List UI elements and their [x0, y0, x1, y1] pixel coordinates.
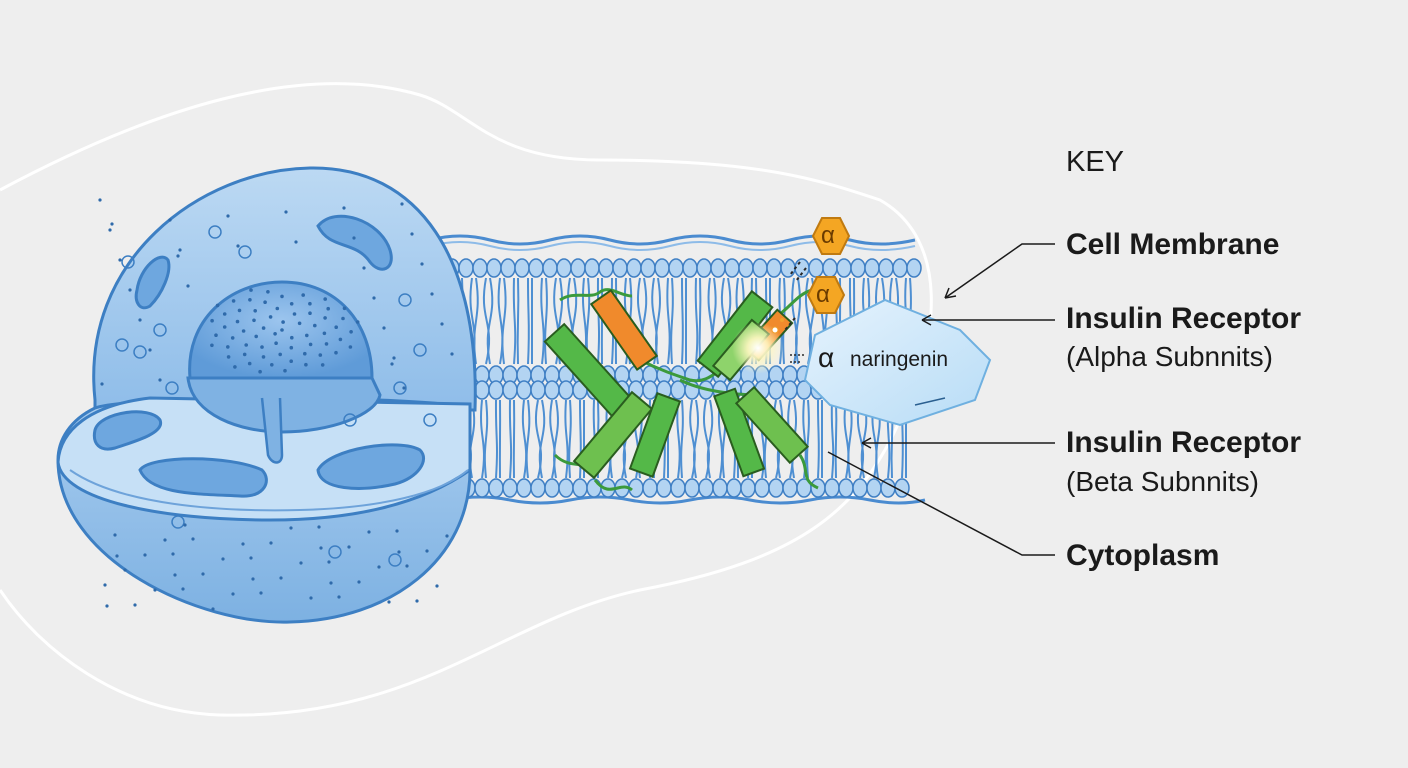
- leader-cytoplasm: [827, 451, 1055, 556]
- key-beta-title: Insulin Receptor: [1066, 426, 1302, 459]
- naringenin-molecule-1: [811, 217, 851, 255]
- molecule-symbol-1: α: [821, 222, 835, 249]
- leader-cell-membrane: [944, 243, 1055, 299]
- cell-body: [56, 166, 477, 624]
- key-cell-membrane: Cell Membrane: [1066, 228, 1280, 261]
- naringenin-label: naringenin: [850, 348, 949, 371]
- key-alpha-sub: (Alpha Subnnits): [1066, 341, 1274, 372]
- key-cytoplasm: Cytoplasm: [1066, 539, 1220, 572]
- key-title: KEY: [1066, 146, 1125, 178]
- naringenin-molecule-2: [806, 276, 846, 314]
- insulin-receptor: [543, 288, 819, 492]
- naringenin-crystal: [803, 298, 992, 427]
- key-beta-sub: (Beta Subnnits): [1066, 466, 1259, 497]
- crystal-symbol: α: [818, 342, 835, 373]
- key-alpha-title: Insulin Receptor: [1066, 302, 1302, 335]
- molecule-symbol-2: α: [816, 281, 830, 308]
